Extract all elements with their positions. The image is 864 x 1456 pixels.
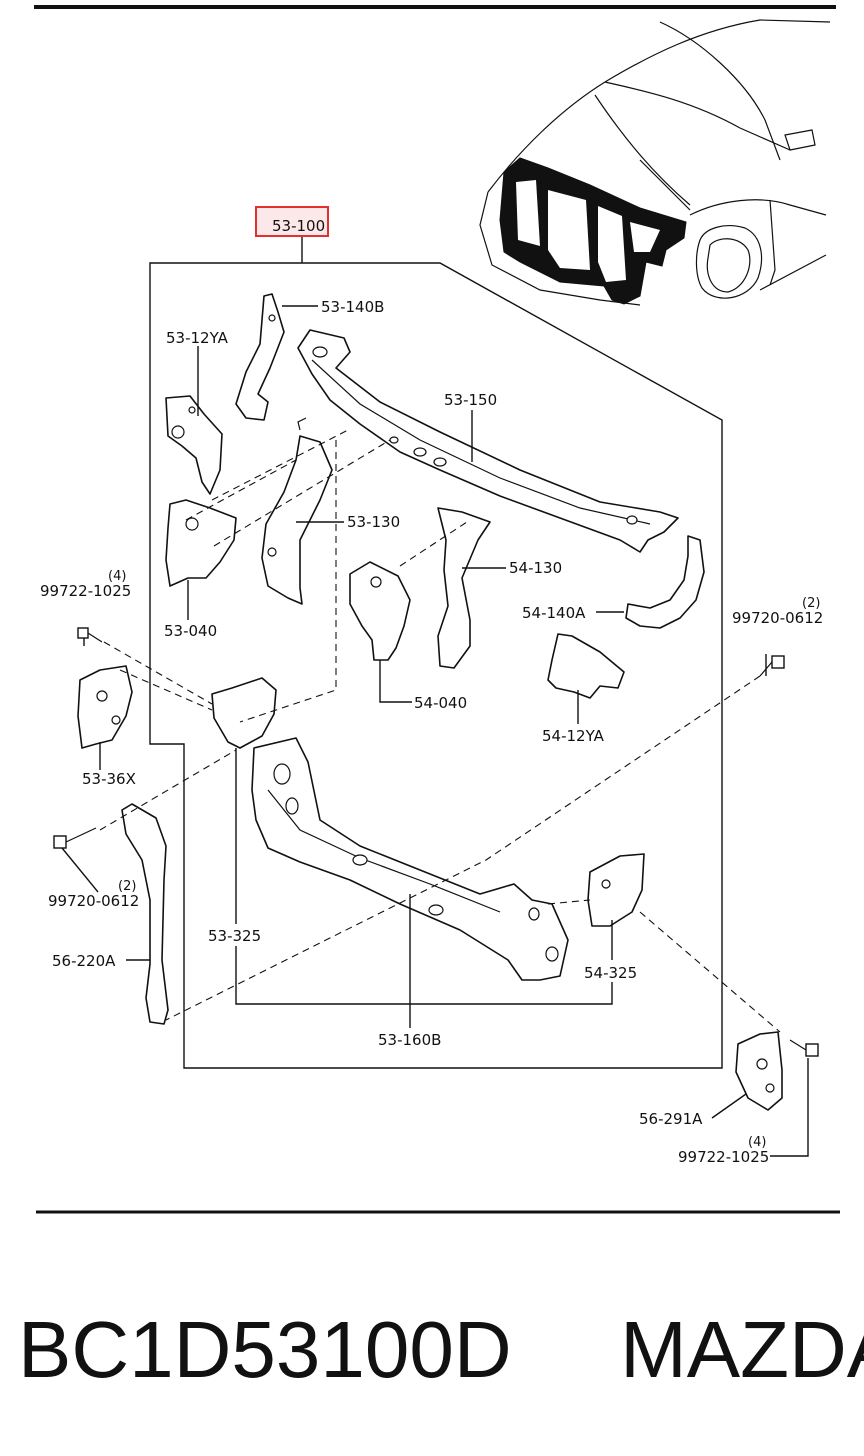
car-illustration <box>479 19 831 306</box>
bolt-icon <box>759 655 785 677</box>
qty-bolt-left-top: (4) <box>108 569 126 584</box>
label-53-36x: 53-36X <box>82 770 136 788</box>
part-53-130-shape <box>261 417 333 605</box>
alignment-lines <box>99 429 781 1033</box>
label-54-140a: 54-140A <box>522 604 586 622</box>
part-54-040-shape <box>349 561 411 661</box>
label-54-130: 54-130 <box>509 559 562 577</box>
part-53-040-shape <box>165 499 237 587</box>
assembly-bracket <box>149 262 723 1069</box>
label-53-130: 53-130 <box>347 513 400 531</box>
label-56-291a: 56-291A <box>639 1110 703 1128</box>
part-53-150-shape <box>297 329 679 553</box>
bolt-icon <box>77 627 103 643</box>
label-53-150: 53-150 <box>444 391 497 409</box>
label-53-325: 53-325 <box>208 927 261 945</box>
label-54-325: 54-325 <box>584 964 637 982</box>
label-53-140b: 53-140B <box>321 298 384 316</box>
label-bolt-left-low: 99720-0612 <box>48 892 139 910</box>
bolt-icon <box>53 827 97 849</box>
part-56-291a-shape <box>735 1031 783 1111</box>
qty-bolt-left-low: (2) <box>118 879 136 894</box>
label-53-12ya: 53-12YA <box>166 329 229 347</box>
part-53-36x-shape <box>77 665 133 749</box>
label-56-220a: 56-220A <box>52 952 116 970</box>
label-53-160b: 53-160B <box>378 1031 441 1049</box>
label-bolt-left-top: 99722-1025 <box>40 582 131 600</box>
label-54-12ya: 54-12YA <box>542 727 605 745</box>
part-54-140a-shape <box>625 535 705 629</box>
footer-caption: BC1D53100D MAZDA <box>18 1300 864 1400</box>
footer-brand: MAZDA <box>620 1305 864 1394</box>
footer-part-number: BC1D53100D <box>18 1305 512 1394</box>
part-56-220a-shape <box>121 803 169 1025</box>
qty-bolt-right-low: (4) <box>748 1135 766 1150</box>
label-54-040: 54-040 <box>414 694 467 712</box>
label-53-040: 53-040 <box>164 622 217 640</box>
qty-bolt-right-top: (2) <box>802 596 820 611</box>
label-bolt-right-top: 99720-0612 <box>732 609 823 627</box>
part-54-12ya-shape <box>547 633 625 699</box>
part-53-12ya-shape <box>165 395 223 495</box>
label-53-100: 53-100 <box>272 217 325 235</box>
part-54-130-shape <box>437 507 491 669</box>
leader-lines <box>61 305 809 1157</box>
bolt-icon <box>789 1039 819 1057</box>
part-53-140b-shape <box>235 293 285 421</box>
part-53-160b-shape <box>251 737 569 981</box>
part-54-325-shape <box>587 853 645 927</box>
part-53-325-left-bracket-shape <box>211 677 277 749</box>
highlight-box <box>255 206 329 237</box>
label-bolt-right-low: 99722-1025 <box>678 1148 769 1166</box>
